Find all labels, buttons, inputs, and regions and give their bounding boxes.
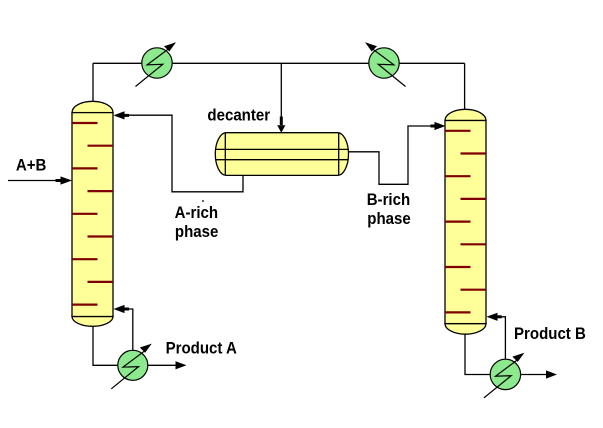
- svg-text:decanter: decanter: [207, 106, 270, 125]
- svg-text:phase: phase: [367, 209, 411, 228]
- svg-text:A-rich: A-rich: [175, 203, 218, 222]
- svg-text:A+B: A+B: [16, 155, 47, 174]
- svg-text:B-rich: B-rich: [367, 190, 410, 209]
- svg-text:phase: phase: [175, 222, 219, 241]
- svg-text:Product A: Product A: [166, 339, 238, 358]
- svg-text:Product B: Product B: [514, 324, 586, 343]
